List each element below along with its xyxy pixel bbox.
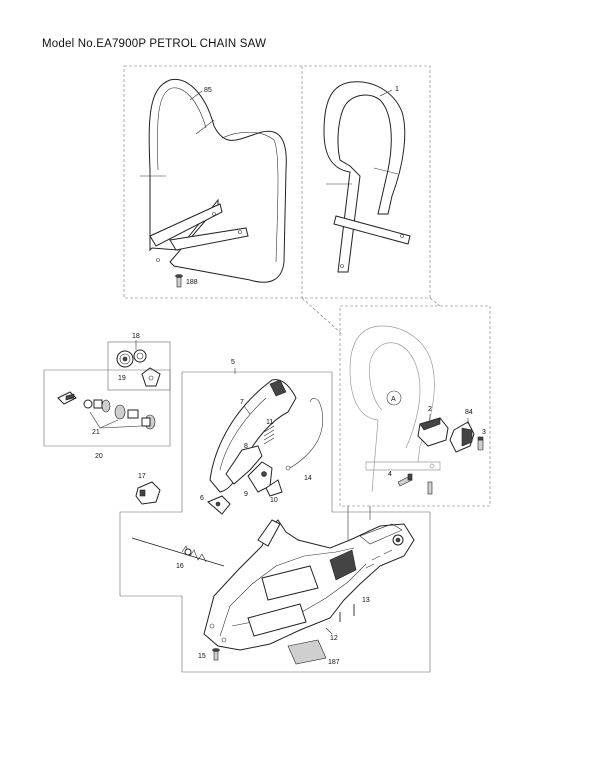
callout-16: 16 [176, 563, 184, 570]
front-handle-group-box [339, 305, 491, 507]
anti-vibration-box [43, 369, 171, 447]
callout-187: 187 [328, 659, 340, 666]
callout-13: 13 [362, 597, 370, 604]
screw-15 [212, 648, 220, 661]
callout-188: 188 [186, 279, 198, 286]
callout-20: 20 [95, 453, 103, 460]
callout-12: 12 [330, 635, 338, 642]
trigger-lock-8 [225, 445, 263, 485]
rear-handle-housing [203, 519, 415, 651]
label-187 [287, 639, 327, 665]
clamp-2 [417, 417, 449, 447]
cap-84 [449, 421, 475, 453]
starter-pulley-box [107, 341, 171, 391]
handle-bar-1 [323, 81, 411, 273]
part-6 [207, 495, 231, 515]
callout-84: 84 [465, 409, 473, 416]
throttle-cable-14 [285, 398, 324, 471]
callout-14: 14 [304, 475, 312, 482]
handle-bar-group-box [123, 65, 431, 299]
plate-19 [141, 367, 161, 387]
handle-bar-85 [140, 78, 287, 283]
callout-17: 17 [138, 473, 146, 480]
rod-16 [131, 537, 225, 567]
screw-4 [397, 473, 433, 495]
callout-6: 6 [200, 495, 204, 502]
callout-9: 9 [244, 491, 248, 498]
callout-3: 3 [482, 429, 486, 436]
callout-8: 8 [244, 443, 248, 450]
pulley-18 [116, 349, 147, 368]
throttle-lever-9-10 [247, 461, 283, 497]
main-body-box [119, 371, 431, 673]
callout-21: 21 [92, 429, 100, 436]
callout-11: 11 [266, 419, 273, 426]
spring-11 [263, 425, 275, 445]
callout-18: 18 [132, 333, 140, 340]
page-title: Model No.EA7900P PETROL CHAIN SAW [42, 38, 267, 50]
callout-7: 7 [240, 399, 244, 406]
pins-13 [339, 604, 355, 622]
screw-188 [175, 274, 183, 288]
callout-a: A [391, 396, 396, 403]
callout-a-circle [386, 390, 402, 406]
mount-17 [135, 481, 161, 505]
callout-15: 15 [198, 653, 206, 660]
screw-3 [477, 436, 484, 451]
handle-bar-ghost-outline [349, 325, 441, 493]
callout-1: 1 [395, 86, 399, 93]
callout-10: 10 [270, 497, 278, 504]
callout-4: 4 [388, 471, 392, 478]
damper-set-21 [57, 391, 156, 430]
callout-2: 2 [428, 406, 432, 413]
callout-19: 19 [118, 375, 126, 382]
callout-85: 85 [204, 87, 212, 94]
callout-5: 5 [231, 359, 235, 366]
